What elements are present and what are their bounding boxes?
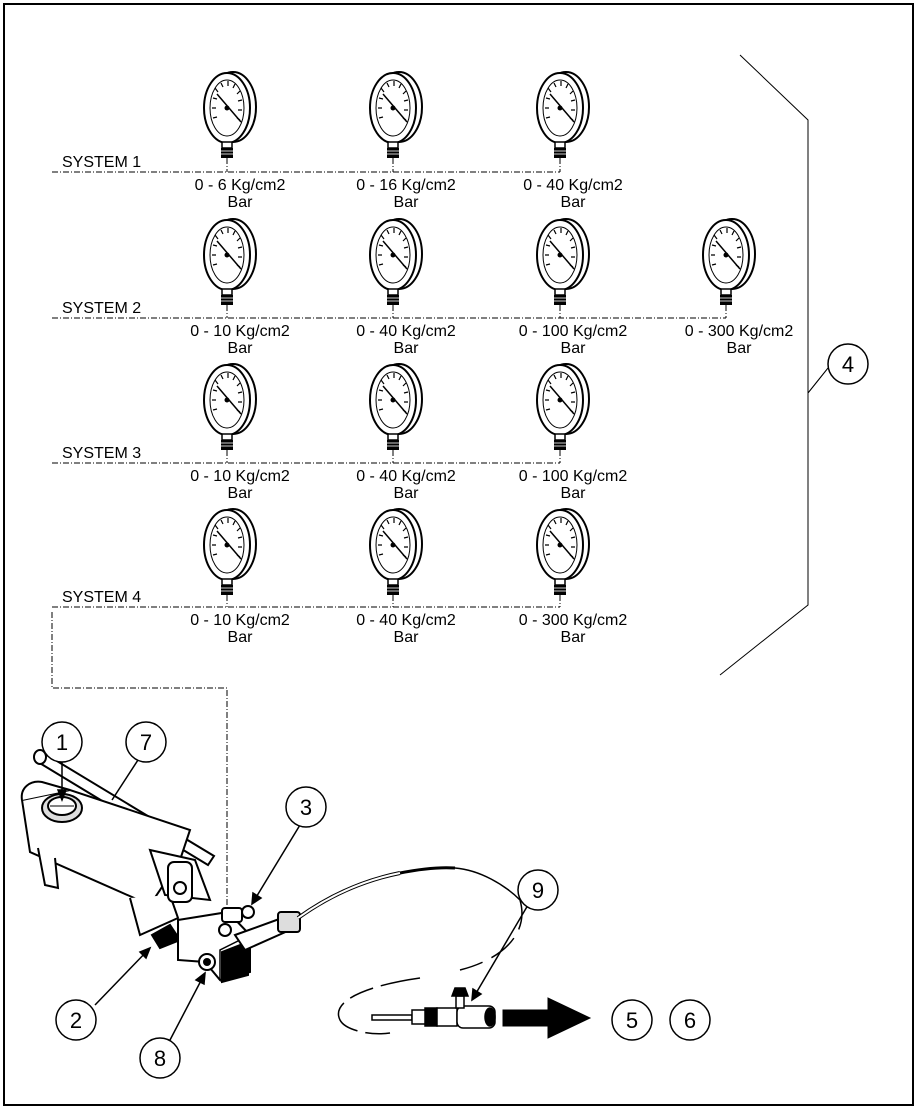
callout-7-label: 7 [140, 730, 152, 755]
callout-7: 7 [125, 721, 167, 763]
callout-9-label: 9 [532, 878, 544, 903]
test-adapter [371, 987, 496, 1029]
system-1-label: SYSTEM 1 [62, 154, 141, 171]
pressure-gauge-icon [536, 508, 590, 596]
gauge-range-label: 0 - 40 Kg/cm2 [523, 177, 623, 194]
hose [296, 866, 523, 1035]
gauge-unit-label: Bar [561, 194, 587, 211]
direction-arrow [502, 997, 592, 1039]
callout-1: 1 [41, 721, 83, 763]
gauge-range-label: 0 - 10 Kg/cm2 [190, 612, 290, 629]
pressure-gauge-icon [369, 71, 423, 159]
gauge-range-label: 0 - 300 Kg/cm2 [519, 612, 628, 629]
callout-9: 9 [517, 869, 559, 911]
system-4-label: SYSTEM 4 [62, 589, 141, 606]
callout-8: 8 [139, 1037, 181, 1079]
gauge-unit-label: Bar [394, 194, 420, 211]
drawing-frame [3, 3, 914, 1106]
gauge-unit-label: Bar [228, 340, 254, 357]
pressure-gauge-icon [536, 363, 590, 451]
pressure-gauge-icon [203, 363, 257, 451]
callout-8-label: 8 [154, 1046, 166, 1071]
gauge-unit-label: Bar [394, 485, 420, 502]
gauge-range-label: 0 - 40 Kg/cm2 [356, 323, 456, 340]
gauge-range-label: 0 - 100 Kg/cm2 [519, 468, 628, 485]
pressure-gauge-icon [536, 71, 590, 159]
callout-6-label: 6 [684, 1008, 696, 1033]
gauge-unit-label: Bar [228, 485, 254, 502]
gauge-unit-label: Bar [228, 629, 254, 646]
pressure-gauge-icon [369, 218, 423, 306]
callout-3-label: 3 [300, 795, 312, 820]
feed-line [51, 612, 228, 918]
pressure-gauge-icon [203, 218, 257, 306]
gauge-unit-label: Bar [561, 340, 587, 357]
gauge-range-label: 0 - 10 Kg/cm2 [190, 468, 290, 485]
callout-4-label: 4 [842, 352, 854, 377]
pressure-gauge-icon [369, 363, 423, 451]
gauge-range-label: 0 - 16 Kg/cm2 [356, 177, 456, 194]
callout-4: 4 [827, 343, 869, 385]
pressure-gauge-icon [702, 218, 756, 306]
pressure-gauge-icon [203, 71, 257, 159]
callout-2: 2 [55, 999, 97, 1041]
hand-pump [20, 749, 301, 984]
gauge-range-label: 0 - 40 Kg/cm2 [356, 612, 456, 629]
system-3-label: SYSTEM 3 [62, 445, 141, 462]
callout-3: 3 [285, 786, 327, 828]
callout-2-label: 2 [70, 1008, 82, 1033]
callout-5-label: 5 [626, 1008, 638, 1033]
callout-5: 5 [611, 999, 653, 1041]
gauge-unit-label: Bar [727, 340, 753, 357]
gauge-range-label: 0 - 100 Kg/cm2 [519, 323, 628, 340]
gauge-range-label: 0 - 6 Kg/cm2 [195, 177, 286, 194]
callout-1-label: 1 [56, 730, 68, 755]
gauge-unit-label: Bar [561, 629, 587, 646]
bracket-4 [719, 54, 829, 676]
pressure-gauge-icon [369, 508, 423, 596]
gauge-range-label: 0 - 300 Kg/cm2 [685, 323, 794, 340]
gauge-range-label: 0 - 10 Kg/cm2 [190, 323, 290, 340]
gauge-unit-label: Bar [561, 485, 587, 502]
callout-6: 6 [669, 999, 711, 1041]
system-2-label: SYSTEM 2 [62, 300, 141, 317]
gauge-unit-label: Bar [394, 629, 420, 646]
pressure-gauge-icon [203, 508, 257, 596]
gauge-unit-label: Bar [394, 340, 420, 357]
pressure-gauge-icon [536, 218, 590, 306]
leader-lines [56, 759, 529, 1041]
gauge-unit-label: Bar [228, 194, 254, 211]
gauge-range-label: 0 - 40 Kg/cm2 [356, 468, 456, 485]
